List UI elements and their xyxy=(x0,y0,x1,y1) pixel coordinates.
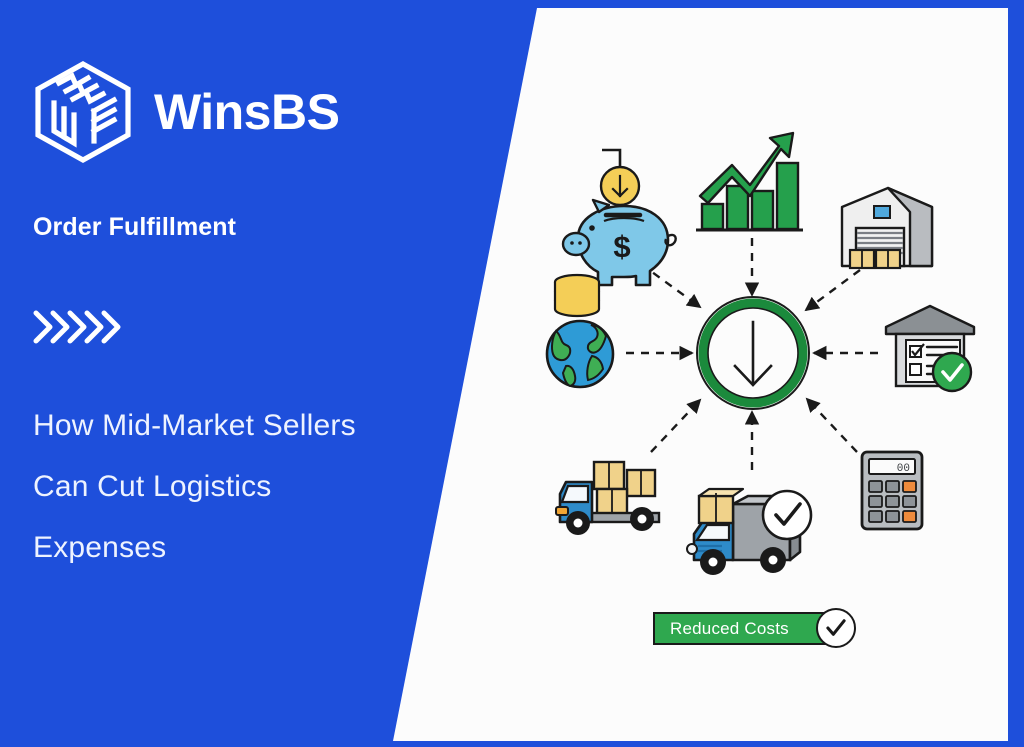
brand-lockup: WinsBS xyxy=(32,58,340,166)
calculator-icon: 00 xyxy=(860,450,924,531)
brand-name: WinsBS xyxy=(154,84,340,140)
coin-stack-icon xyxy=(553,273,601,318)
isometric-box-logo-icon xyxy=(35,61,131,163)
kicker-label: Order Fulfillment xyxy=(33,213,237,241)
left-text-panel: WinsBS Order Fulfillment How Mid-Market … xyxy=(0,0,470,747)
chevrons-right-icon xyxy=(33,310,121,344)
spoke-arrows xyxy=(626,238,878,470)
headline-line-2: Can Cut Logistics xyxy=(33,470,272,503)
calculator-display: 00 xyxy=(897,463,910,475)
warehouse-checklist-approved-icon xyxy=(884,304,976,393)
reduced-costs-badge: Reduced Costs xyxy=(653,612,833,645)
delivery-truck-approved-icon xyxy=(686,487,813,575)
headline-line-3: Expenses xyxy=(33,531,167,564)
headline-line-1: How Mid-Market Sellers xyxy=(33,409,356,442)
piggy-bank-savings-icon: $ xyxy=(553,148,677,318)
warehouse-icon xyxy=(840,186,934,270)
growth-bar-chart-icon xyxy=(696,131,803,232)
svg-text:$: $ xyxy=(613,229,630,264)
check-circle-icon xyxy=(816,608,856,648)
box-truck-icon xyxy=(555,460,661,535)
headline: How Mid-Market Sellers Can Cut Logistics… xyxy=(33,395,453,578)
down-arrow-circle-icon xyxy=(696,296,810,410)
reduced-costs-label: Reduced Costs xyxy=(670,618,789,638)
globe-icon xyxy=(545,319,615,389)
